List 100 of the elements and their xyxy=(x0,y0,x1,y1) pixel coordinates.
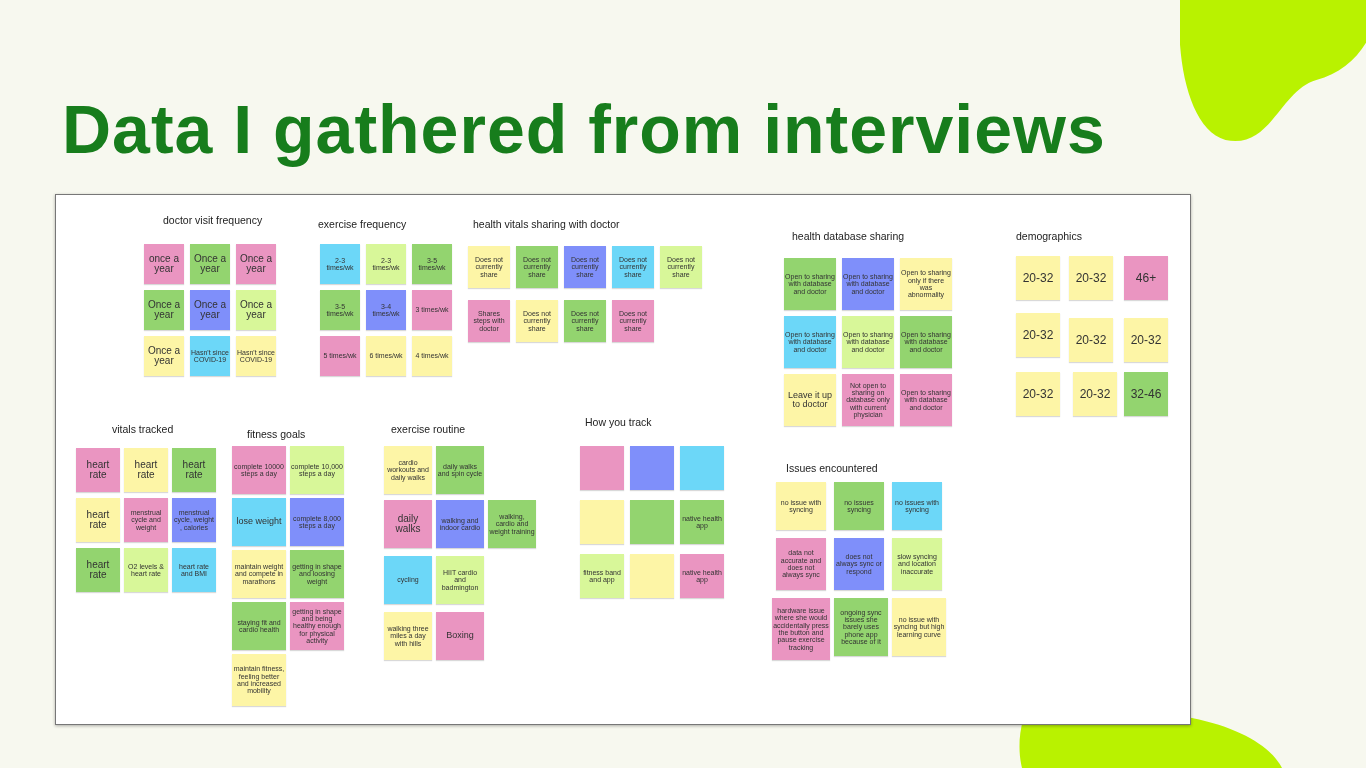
sticky-note xyxy=(172,548,216,592)
sticky-note xyxy=(784,258,836,310)
sticky-note xyxy=(516,300,558,342)
sticky-note xyxy=(190,336,230,376)
note-text: heart rate xyxy=(85,509,111,531)
sticky-note xyxy=(612,246,654,288)
sticky-note xyxy=(784,374,836,426)
sticky-note xyxy=(1124,318,1168,362)
sticky-note xyxy=(892,538,942,590)
sticky-note xyxy=(232,654,286,706)
sticky-note xyxy=(124,498,168,542)
sticky-note xyxy=(834,598,888,656)
sticky-note xyxy=(1016,256,1060,300)
title: Data I gathered from interviews xyxy=(62,90,1106,168)
sticky-note xyxy=(892,482,942,530)
note-text: 32-46 xyxy=(1130,387,1162,401)
group-heading: How you track xyxy=(585,416,652,428)
sticky-note xyxy=(412,336,452,376)
sticky-note xyxy=(612,300,654,342)
sticky-note xyxy=(680,554,724,598)
sticky-note xyxy=(842,258,894,310)
sticky-note xyxy=(488,500,536,548)
sticky-note xyxy=(842,316,894,368)
sticky-note xyxy=(660,246,702,288)
sticky-note xyxy=(1073,372,1117,416)
note-text: once a year xyxy=(148,253,180,275)
sticky-note xyxy=(412,290,452,330)
sticky-note xyxy=(1124,372,1168,416)
note-text: 20-32 xyxy=(1075,333,1107,347)
note-text: 46+ xyxy=(1135,271,1157,285)
sticky-note xyxy=(900,374,952,426)
sticky-note xyxy=(190,244,230,284)
sticky-note xyxy=(384,556,432,604)
sticky-note xyxy=(76,498,120,542)
note-text: Leave it up to doctor xyxy=(786,390,833,410)
sticky-note xyxy=(468,246,510,288)
group-heading: exercise frequency xyxy=(318,218,407,230)
sticky-note xyxy=(680,500,724,544)
sticky-note xyxy=(290,446,344,494)
sticky-note xyxy=(834,538,884,590)
sticky-note xyxy=(580,500,624,544)
note-text: heart rate xyxy=(133,459,159,481)
sticky-note xyxy=(580,554,624,598)
sticky-note xyxy=(232,602,286,650)
sticky-note xyxy=(172,498,216,542)
group-heading: vitals tracked xyxy=(112,423,174,435)
group-heading: demographics xyxy=(1016,230,1082,242)
group-heading: exercise routine xyxy=(391,423,466,435)
sticky-note xyxy=(236,290,276,330)
sticky-note xyxy=(900,316,952,368)
sticky-note xyxy=(436,612,484,660)
sticky-note xyxy=(236,244,276,284)
note-text: heart rate xyxy=(181,459,207,481)
note-text: 20-32 xyxy=(1079,387,1111,401)
sticky-note xyxy=(124,448,168,492)
note-text: 20-32 xyxy=(1022,387,1054,401)
sticky-note xyxy=(436,446,484,494)
sticky-note xyxy=(564,246,606,288)
sticky-note xyxy=(320,290,360,330)
sticky-note xyxy=(366,336,406,376)
note-text: Once a year xyxy=(192,299,228,321)
note-text: Once a year xyxy=(146,299,182,321)
sticky-note xyxy=(772,598,830,660)
sticky-note xyxy=(412,244,452,284)
sticky-note xyxy=(630,446,674,490)
note-text: Once a year xyxy=(146,345,182,367)
sticky-note xyxy=(320,336,360,376)
sticky-note xyxy=(232,550,286,598)
sticky-note xyxy=(144,244,184,284)
sticky-note xyxy=(144,336,184,376)
sticky-note xyxy=(1016,313,1060,357)
note-text: Boxing xyxy=(446,631,474,641)
sticky-note xyxy=(1069,318,1113,362)
sticky-note xyxy=(516,246,558,288)
sticky-note xyxy=(124,548,168,592)
sticky-note xyxy=(776,482,826,530)
sticky-note xyxy=(172,448,216,492)
sticky-note xyxy=(892,598,946,656)
note-text: 20-32 xyxy=(1130,333,1162,347)
note-text: daily walks xyxy=(394,513,422,535)
sticky-note xyxy=(290,498,344,546)
sticky-note xyxy=(564,300,606,342)
note-text: Once a year xyxy=(192,253,228,275)
sticky-note xyxy=(320,244,360,284)
note-text: heart rate xyxy=(85,459,111,481)
sticky-note xyxy=(468,300,510,342)
sticky-note xyxy=(366,290,406,330)
sticky-note xyxy=(384,446,432,494)
sticky-note xyxy=(834,482,884,530)
group-heading: fitness goals xyxy=(247,428,306,440)
sticky-note xyxy=(232,446,286,494)
sticky-note xyxy=(384,612,432,660)
sticky-note xyxy=(76,448,120,492)
sticky-note xyxy=(842,374,894,426)
sticky-note xyxy=(384,500,432,548)
group-heading: doctor visit frequency xyxy=(163,214,263,226)
sticky-note xyxy=(630,554,674,598)
note-text: lose weight xyxy=(236,517,282,527)
note-text: 20-32 xyxy=(1022,328,1054,342)
sticky-note xyxy=(436,500,484,548)
